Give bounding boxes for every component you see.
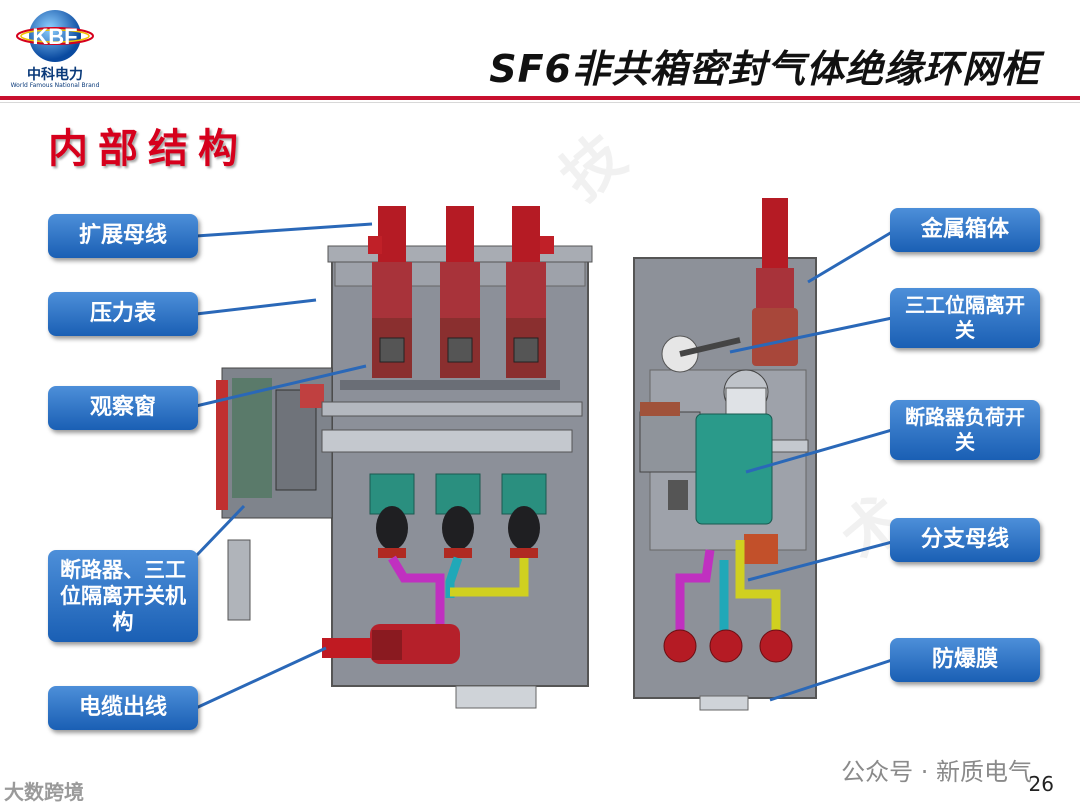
left-cabinet-drawing (216, 206, 593, 709)
corner-watermark: 大数跨境 (4, 780, 84, 804)
page-title: SF6非共箱密封气体绝缘环网柜 (489, 47, 1040, 91)
label-metal-enclosure: 金属箱体 (890, 208, 1040, 252)
title-rule-shadow (0, 102, 1080, 103)
label-observation-window: 观察窗 (48, 386, 198, 430)
right-cabinet-drawing (633, 198, 817, 711)
section-title: 内部结构 (48, 126, 248, 172)
label-mechanism: 断路器、三工位隔离开关机构 (48, 550, 198, 642)
logo-letters: KBF (32, 24, 77, 49)
label-expansion-busbar: 扩展母线 (48, 214, 198, 258)
leader-lines (194, 222, 893, 710)
label-cable-outlet: 电缆出线 (48, 686, 198, 730)
title-rule (0, 96, 1080, 100)
page-number: 26 (1028, 772, 1054, 796)
kbf-logo: KBF (16, 10, 94, 62)
label-branch-busbar: 分支母线 (890, 518, 1040, 562)
logo-name: 中科电力 (27, 67, 83, 83)
footer-watermark: 公众号 · 新质电气 (841, 758, 1032, 786)
label-burst-membrane: 防爆膜 (890, 638, 1040, 682)
label-three-position-switch: 三工位隔离开关 (890, 288, 1040, 348)
logo-subtitle: World Famous National Brand (10, 82, 100, 89)
label-load-switch: 断路器负荷开关 (890, 400, 1040, 460)
label-pressure-gauge: 压力表 (48, 292, 198, 336)
